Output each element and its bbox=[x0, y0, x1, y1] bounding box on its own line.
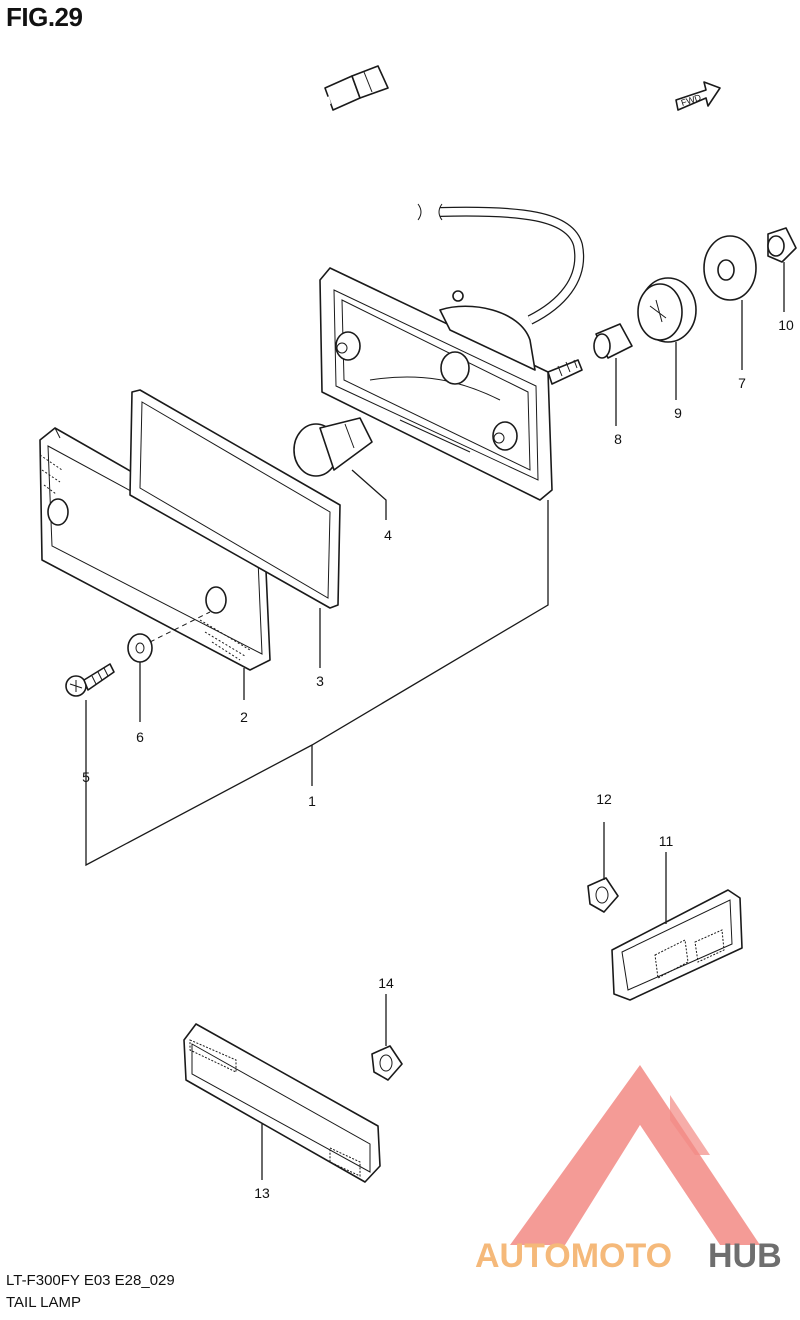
wire-harness bbox=[282, 65, 585, 325]
callout-12: 12 bbox=[596, 791, 612, 807]
bulb-part-4 bbox=[293, 417, 373, 477]
reflector-part-13 bbox=[183, 1023, 381, 1183]
nut-part-10 bbox=[767, 227, 797, 263]
figure-title: FIG.29 bbox=[6, 2, 83, 32]
callout-3: 3 bbox=[316, 673, 324, 689]
fwd-label: FWD bbox=[680, 92, 703, 108]
washer-part-7 bbox=[703, 235, 757, 301]
nut-part-12 bbox=[587, 877, 619, 913]
callout-5: 5 bbox=[82, 769, 90, 785]
callout-11: 11 bbox=[659, 833, 674, 849]
callout-9: 9 bbox=[674, 405, 682, 421]
footer-caption: LT-F300FY E03 E28_029 TAIL LAMP bbox=[6, 1270, 175, 1314]
gasket-part-3 bbox=[129, 389, 341, 609]
callout-10: 10 bbox=[778, 317, 794, 333]
logo-triangle-icon bbox=[510, 1065, 760, 1245]
forward-arrow-icon: FWD bbox=[675, 81, 721, 111]
callout-7: 7 bbox=[738, 375, 746, 391]
lamp-housing-part-1 bbox=[319, 267, 583, 501]
automotohub-logo: AUTOMOTO HUB bbox=[475, 1065, 782, 1275]
callout-14: 14 bbox=[378, 975, 394, 991]
logo-word-automoto: AUTOMOTO bbox=[475, 1237, 672, 1275]
callout-1: 1 bbox=[308, 793, 316, 809]
logo-word-hub: HUB bbox=[708, 1237, 782, 1275]
washer-part-6 bbox=[127, 633, 153, 663]
nut-part-14 bbox=[371, 1045, 403, 1081]
collar-part-8 bbox=[593, 323, 633, 359]
reflector-part-11 bbox=[611, 889, 743, 1001]
callout-6: 6 bbox=[136, 729, 144, 745]
callout-13: 13 bbox=[254, 1185, 270, 1201]
leader-lines bbox=[85, 262, 785, 1180]
screw-part-5 bbox=[65, 663, 115, 697]
callout-4: 4 bbox=[384, 527, 392, 543]
callout-8: 8 bbox=[614, 431, 622, 447]
model-code: LT-F300FY E03 E28_029 bbox=[6, 1272, 175, 1289]
section-name: TAIL LAMP bbox=[6, 1294, 82, 1311]
grommet-part-9 bbox=[637, 277, 697, 343]
callout-2: 2 bbox=[240, 709, 248, 725]
